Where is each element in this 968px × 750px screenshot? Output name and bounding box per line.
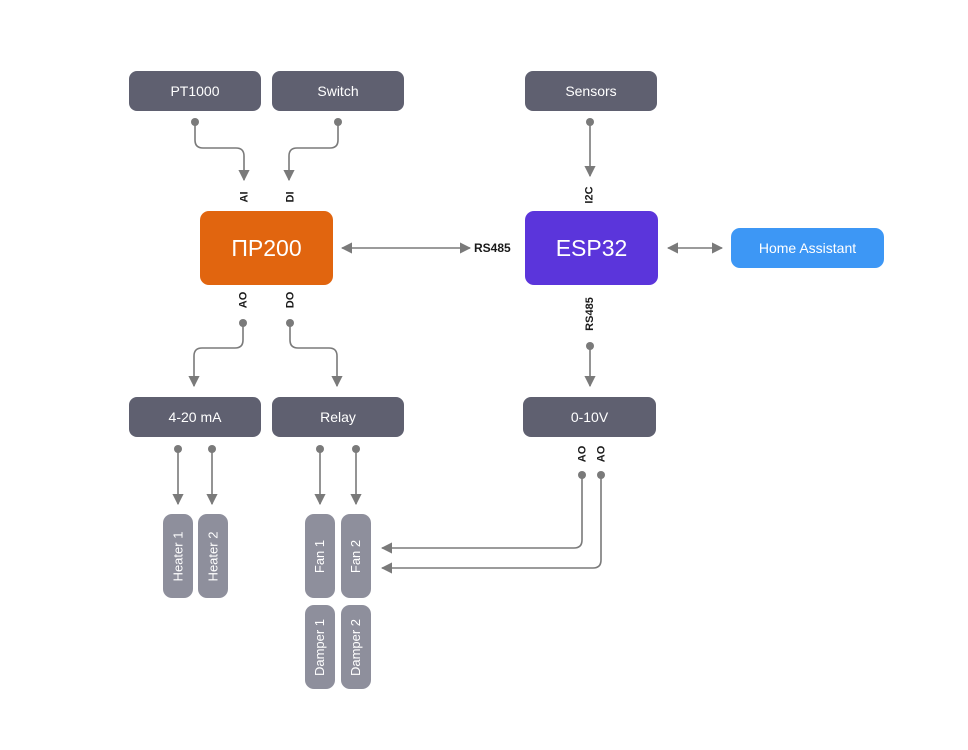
dot-relay-2 <box>352 445 360 453</box>
switch-node: Switch <box>272 71 404 111</box>
damper1-label: Damper 1 <box>312 618 328 676</box>
dot-relay-1 <box>316 445 324 453</box>
port-esp32-i2c: I2C <box>584 186 596 204</box>
relay-node: Relay <box>272 397 404 437</box>
dot-pt1000 <box>191 118 199 126</box>
dot-v010-ao2 <box>597 471 605 479</box>
port-esp32-rs485-bottom: RS485 <box>584 297 597 331</box>
pr200-node: ПР200 <box>200 211 333 285</box>
wire-do-relay <box>289 323 343 388</box>
dot-sensors <box>586 118 594 126</box>
sensors-node: Sensors <box>525 71 657 111</box>
heater2-label: Heater 2 <box>205 531 221 581</box>
dot-ma-2 <box>208 445 216 453</box>
dot-ma-1 <box>174 445 182 453</box>
fan1-node: Fan 1 <box>305 514 335 598</box>
home-assistant-node: Home Assistant <box>731 228 884 268</box>
dot-switch <box>334 118 342 126</box>
damper1-node: Damper 1 <box>305 605 335 689</box>
port-v010-ao-1: AO <box>576 445 588 463</box>
port-pr200-di: DI <box>284 191 296 203</box>
dot-pr200-do <box>286 319 294 327</box>
ma-4-20-label: 4-20 mA <box>168 409 222 425</box>
switch-label: Switch <box>317 83 359 99</box>
wire-ao-4-20ma <box>188 323 244 388</box>
wire-pt1000-ai <box>194 122 250 182</box>
dot-esp32-rs485 <box>586 342 594 350</box>
port-esp32-rs485-left: RS485 <box>474 241 511 255</box>
relay-label: Relay <box>320 409 356 425</box>
esp32-node: ESP32 <box>525 211 658 285</box>
port-pr200-ai: AI <box>238 191 250 203</box>
fan2-label: Fan 2 <box>348 539 364 573</box>
heater1-node: Heater 1 <box>163 514 193 598</box>
dot-v010-ao1 <box>578 471 586 479</box>
port-v010-ao-2: AO <box>595 445 607 463</box>
home-assistant-label: Home Assistant <box>758 240 857 256</box>
damper2-label: Damper 2 <box>348 618 364 676</box>
pt1000-node: PT1000 <box>129 71 261 111</box>
wire-ao1-fan2 <box>380 475 583 554</box>
heater2-node: Heater 2 <box>198 514 228 598</box>
sensors-label: Sensors <box>565 83 617 99</box>
port-pr200-do: DO <box>284 291 296 309</box>
damper2-node: Damper 2 <box>341 605 371 689</box>
port-pr200-ao: AO <box>237 291 249 309</box>
pt1000-label: PT1000 <box>170 83 220 99</box>
ma-4-20-node: 4-20 mA <box>129 397 261 437</box>
wire-switch-di <box>283 122 339 182</box>
esp32-label: ESP32 <box>555 234 628 261</box>
fan2-node: Fan 2 <box>341 514 371 598</box>
heater1-label: Heater 1 <box>170 531 186 581</box>
pr200-label: ПР200 <box>231 234 302 261</box>
dot-pr200-ao <box>239 319 247 327</box>
v-0-10-node: 0-10V <box>523 397 656 437</box>
v-0-10-label: 0-10V <box>570 409 609 425</box>
wire-ao2-fan2 <box>380 475 602 574</box>
fan1-label: Fan 1 <box>312 539 328 573</box>
